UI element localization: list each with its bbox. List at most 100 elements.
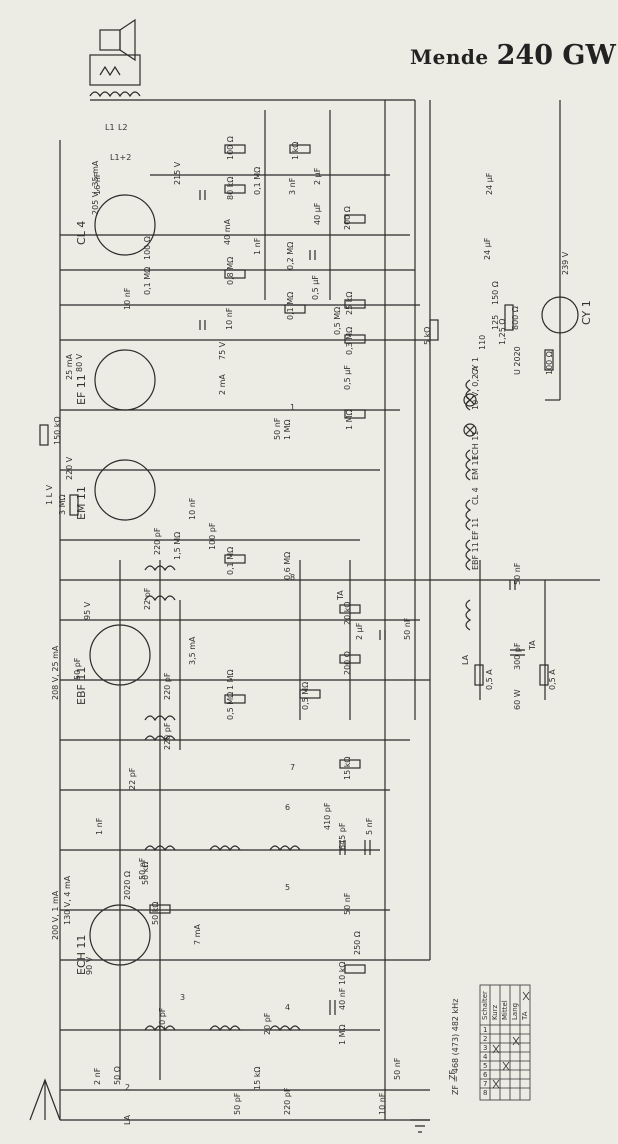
resistor-label: 250 Ω — [353, 931, 362, 955]
voltage-label: 215 V — [173, 161, 182, 185]
switch-label: LA — [123, 1114, 132, 1125]
speaker-symbol — [89, 18, 150, 101]
capacitor-label: 50 pF — [138, 857, 147, 880]
resistor-label: 0,1 MΩ — [286, 292, 295, 320]
heater-label: TA — [528, 640, 537, 651]
heater-label: LA — [461, 654, 470, 665]
switch-table: Schalter Kurz Mittel Lang TA 1 2 3 4 5 6… — [479, 984, 531, 1101]
heater-label: EF 11 — [471, 518, 480, 540]
capacitor-label: 40 µF — [313, 202, 322, 225]
capacitor-label: 50 pF — [73, 657, 82, 680]
resistor-label: 25 kΩ — [345, 292, 354, 315]
table-column-header: 8 — [483, 1089, 487, 1097]
table-row-header: Schalter — [481, 991, 489, 1020]
resistor-label: 100 Ω — [143, 236, 152, 260]
voltage-label: 90 V — [85, 956, 94, 975]
heater-label: 0,5 A — [548, 669, 557, 690]
resistor-label: 0,1 MΩ — [143, 267, 152, 295]
capacitor-label: 20 pF — [263, 1012, 272, 1035]
capacitor-label: 10 nF — [378, 1092, 387, 1115]
table-column-header: 3 — [483, 1044, 487, 1052]
table-row-header: TA — [521, 1011, 529, 1021]
capacitor-label: 0,5 µF — [311, 275, 320, 300]
resistor-label: 10 kΩ — [338, 962, 347, 985]
heater-label: 110 — [478, 335, 487, 350]
capacitor-label: 220 pF — [163, 722, 172, 750]
tube-ech11 — [89, 904, 151, 966]
table-column-header: 7 — [483, 1080, 487, 1088]
resistor-label: 15 kΩ — [253, 1067, 262, 1090]
resistor-label: 1 MΩ — [283, 419, 292, 440]
table-column-header: 6 — [483, 1071, 488, 1079]
heater-label: CL 4 — [471, 487, 480, 505]
capacitor-label: 50 nF — [393, 1057, 402, 1080]
maker-name: Mende — [410, 45, 489, 69]
tube-cl4 — [94, 194, 156, 256]
resistor-label: 50 Ω — [113, 1066, 122, 1085]
resistor-label: 1,25 Ω — [498, 319, 507, 345]
resistor-label: 1,5 MΩ — [173, 532, 182, 560]
capacitor-label: 220 pF — [153, 527, 162, 555]
voltage-label: 208 V, 25 mA — [51, 645, 60, 700]
voltage-label: 95 V — [83, 601, 92, 620]
voltage-label: 7 mA — [193, 924, 202, 945]
capacitor-label: 10 nF — [225, 307, 234, 330]
table-row-header: Kurz — [491, 1004, 499, 1020]
switch-label: TA — [336, 590, 345, 601]
capacitor-label: 5 nF — [365, 817, 374, 835]
resistor-label: 0,6 MΩ — [283, 552, 292, 580]
capacitor-label: 20 pF — [158, 1007, 167, 1030]
resistor-label: 1 MΩ — [226, 669, 235, 690]
resistor-label: 0,1 MΩ — [226, 547, 235, 575]
switch-label: 3 — [180, 993, 185, 1002]
resistor-label: 1 MΩ — [338, 1024, 347, 1045]
resistor-label: 800 Ω — [511, 306, 520, 330]
capacitor-label: 645 pF — [338, 822, 347, 850]
capacitor-label: 50 nF — [343, 892, 352, 915]
switch-label: 4 — [285, 1003, 290, 1012]
table-column-header: 4 — [483, 1053, 488, 1061]
if-frequency-note: ZF = 468 (473) 482 kHz — [451, 999, 460, 1095]
tube-ebf11 — [89, 624, 151, 686]
switch-label: 2 — [125, 1083, 130, 1092]
speaker-label: L1 — [105, 123, 115, 132]
capacitor-label: 22 pF — [128, 767, 137, 790]
heater-label: 125 — [491, 315, 500, 330]
tube-ef11 — [94, 349, 156, 411]
table-row-header: Lang — [511, 1003, 519, 1020]
tube-cy1 — [541, 296, 579, 334]
table-column-header: 5 — [483, 1062, 487, 1070]
capacitor-label: 0,5 µF — [343, 365, 352, 390]
switch-label: 5 — [285, 883, 290, 892]
capacitor-label: 2 nF — [93, 1067, 102, 1085]
resistor-label: 0,3 MΩ — [345, 327, 354, 355]
resistor-label: 50 kΩ — [141, 862, 150, 885]
resistor-label: 100 Ω — [226, 136, 235, 160]
resistor-label: 80 kΩ — [226, 177, 235, 200]
capacitor-label: 1 nF — [95, 817, 104, 835]
capacitor-label: 220 pF — [283, 1087, 292, 1115]
switch-label: 8 — [290, 573, 295, 582]
heater-label: CY 1 — [471, 357, 480, 375]
voltage-label: 75 V — [218, 341, 227, 360]
capacitor-label: 410 pF — [323, 802, 332, 830]
capacitor-label: 50 nF — [403, 617, 412, 640]
capacitor-label: 2 µF — [355, 622, 364, 640]
capacitor-label: 50 pF — [233, 1092, 242, 1115]
capacitor-label: 10 nF — [188, 497, 197, 520]
resistor-label: 200 Ω — [343, 206, 352, 230]
label-ech11: ECH 11 — [75, 935, 88, 975]
capacitor-label: 50 nF — [513, 562, 522, 585]
model-number: 240 GW — [496, 40, 616, 71]
capacitor-label: 100 pF — [208, 522, 217, 550]
resistor-label: 1 kΩ — [291, 142, 300, 160]
switch-label: 7 — [290, 763, 295, 772]
capacitor-label: 22 pF — [143, 587, 152, 610]
voltage-label: 220 V — [65, 456, 74, 480]
diagram-title: Mende 240 GW — [410, 40, 616, 71]
resistor-label: 0,5 MΩ — [301, 682, 310, 710]
resistor-label: 100 Ω — [545, 351, 554, 375]
resistor-label: 200 Ω — [343, 651, 352, 675]
capacitor-label: 300 pF — [513, 642, 522, 670]
